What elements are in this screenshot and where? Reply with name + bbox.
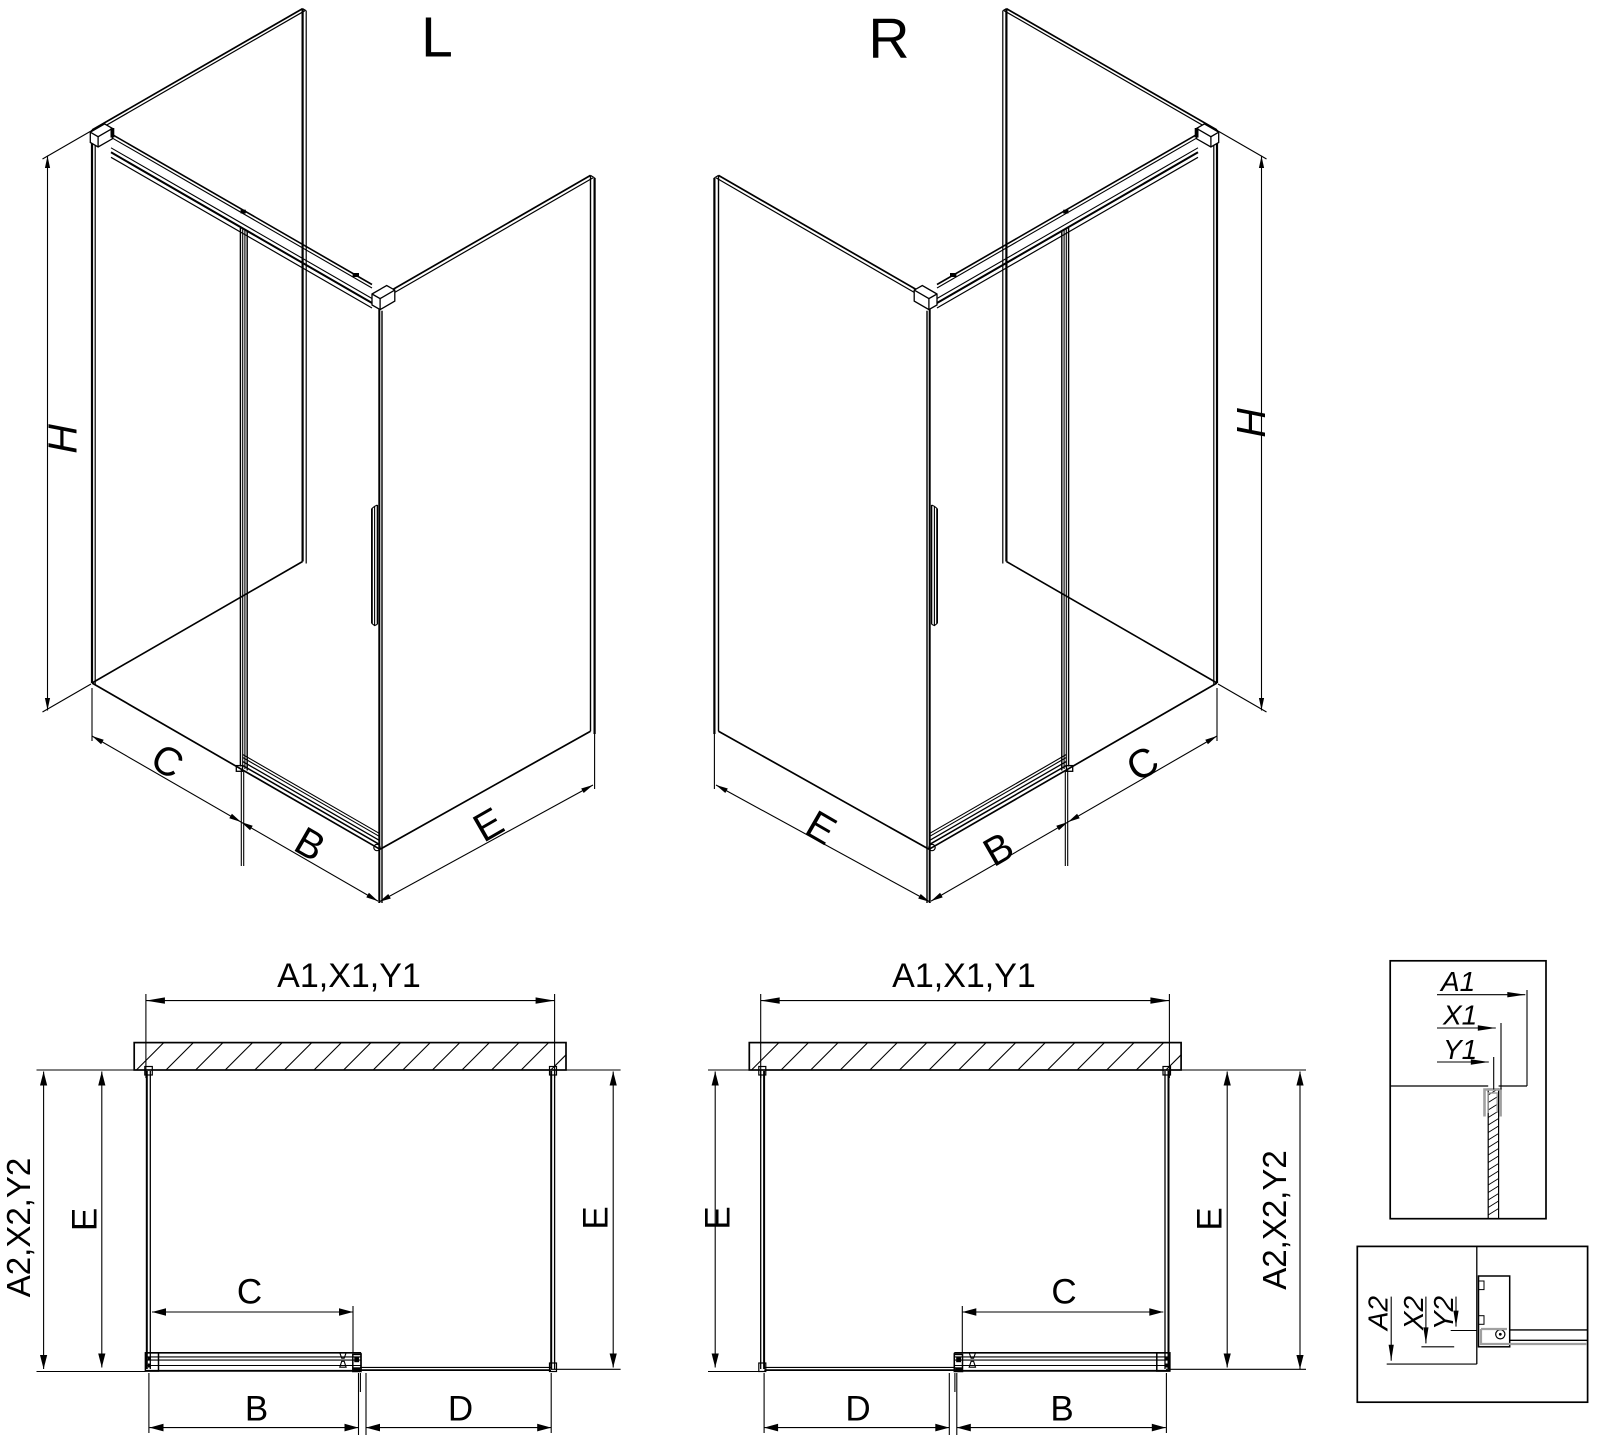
svg-text:E: E [577, 1206, 616, 1229]
svg-text:L: L [421, 6, 453, 70]
svg-text:Y2: Y2 [1428, 1295, 1459, 1330]
svg-text:X2: X2 [1398, 1295, 1429, 1331]
svg-text:D: D [845, 1390, 870, 1429]
svg-text:H: H [39, 424, 85, 454]
svg-text:X1: X1 [1442, 1000, 1477, 1031]
svg-text:A1: A1 [1439, 966, 1475, 997]
svg-text:A2,X2,Y2: A2,X2,Y2 [0, 1158, 37, 1297]
svg-text:R: R [868, 7, 909, 71]
svg-text:H: H [1228, 408, 1274, 438]
svg-text:D: D [448, 1390, 473, 1429]
svg-text:A1,X1,Y1: A1,X1,Y1 [277, 957, 421, 995]
svg-text:E: E [1191, 1207, 1230, 1230]
svg-text:B: B [1050, 1390, 1073, 1429]
svg-text:A1,X1,Y1: A1,X1,Y1 [892, 957, 1036, 995]
svg-text:A2,X2,Y2: A2,X2,Y2 [1256, 1150, 1293, 1289]
svg-text:A2: A2 [1363, 1295, 1394, 1332]
svg-text:E: E [66, 1208, 105, 1231]
svg-text:C: C [237, 1273, 262, 1312]
svg-text:Y1: Y1 [1443, 1034, 1477, 1065]
svg-text:B: B [245, 1390, 268, 1429]
svg-text:E: E [699, 1206, 738, 1229]
svg-text:C: C [1051, 1273, 1076, 1312]
